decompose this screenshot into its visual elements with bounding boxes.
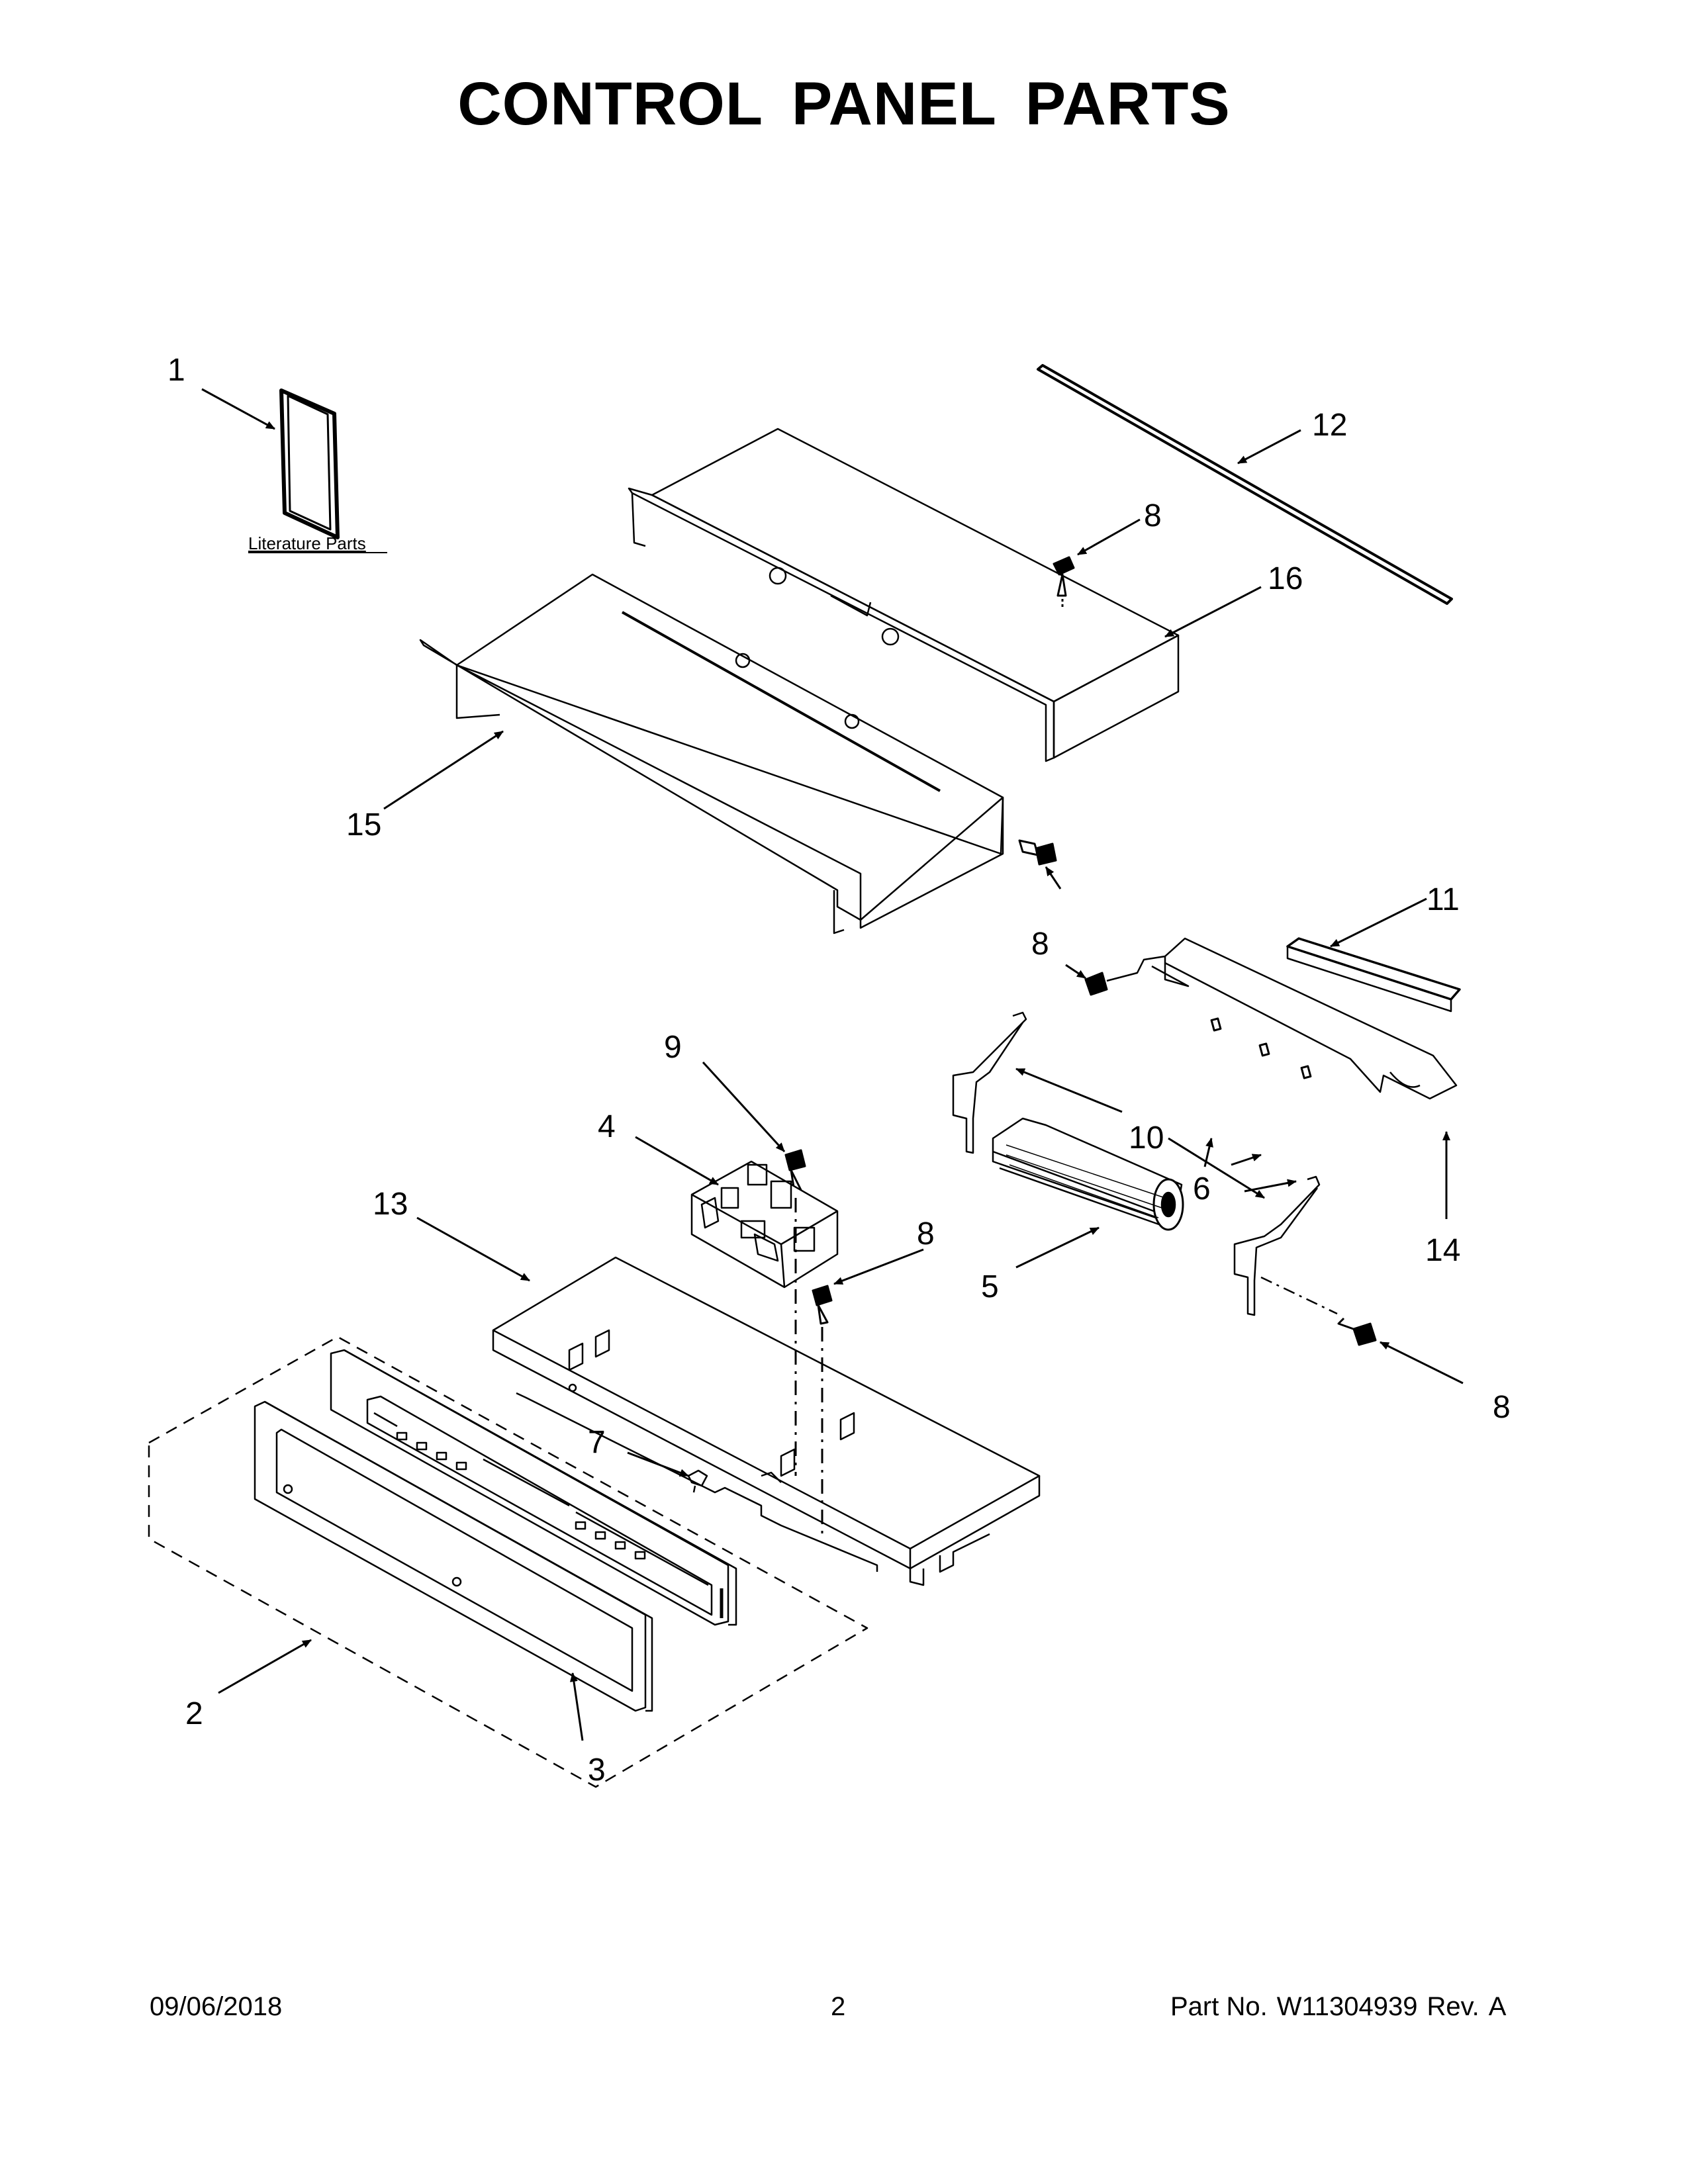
- screw-upper-panel: [1018, 839, 1057, 866]
- screws: [784, 556, 1377, 1346]
- callout-8-fan: 8: [1493, 1390, 1511, 1425]
- callout-14: 14: [1425, 1233, 1460, 1268]
- callout-6: 6: [1193, 1171, 1211, 1206]
- callout-8-board: 8: [917, 1216, 935, 1251]
- assembly-lines: [794, 1198, 823, 1539]
- control-panel-assembly: [254, 1349, 737, 1712]
- screw-board: [784, 1149, 806, 1193]
- callout-3: 3: [588, 1752, 606, 1788]
- literature-parts-label: Literature Parts: [248, 533, 366, 553]
- panel-clip: [687, 1469, 708, 1493]
- footer-part-number: Part No. W11304939 Rev. A: [1170, 1992, 1506, 2022]
- right-bracket: [1151, 937, 1461, 1100]
- callout-10: 10: [1129, 1120, 1164, 1156]
- literature-booklet: [279, 388, 340, 539]
- top-strip: [1037, 364, 1453, 605]
- base-plate: [492, 1256, 1041, 1586]
- callout-8-upper: 8: [1031, 927, 1049, 962]
- callout-11: 11: [1427, 882, 1460, 917]
- callout-1: 1: [167, 353, 185, 388]
- fan-bracket-left: [952, 1011, 1027, 1154]
- screw-rear-panel: [1053, 556, 1075, 609]
- rev-value: A: [1488, 1992, 1507, 2021]
- leader-lines: [201, 388, 1464, 1741]
- pins: [1210, 1017, 1312, 1079]
- callout-15: 15: [346, 807, 381, 842]
- screw-fan: [1337, 1317, 1377, 1346]
- callout-12: 12: [1312, 408, 1347, 443]
- screw-bracket: [1084, 955, 1166, 996]
- rev-label: Rev.: [1427, 1992, 1479, 2021]
- callout-7: 7: [588, 1425, 606, 1460]
- callout-16: 16: [1268, 561, 1303, 596]
- upper-cover-panel: [419, 573, 1004, 934]
- tangential-fan: [992, 1117, 1184, 1231]
- fan-bracket-right: [1233, 1175, 1338, 1316]
- footer-page-number: 2: [831, 1992, 846, 2021]
- page-title: CONTROL PANEL PARTS: [457, 70, 1231, 138]
- callout-9: 9: [664, 1030, 682, 1065]
- part-number: W11304939: [1276, 1992, 1418, 2021]
- callout-labels: 1 12 8 16 15 11 8 9 4 6 10 13 8 14 5 7 8…: [167, 353, 1511, 1788]
- callout-5: 5: [981, 1269, 999, 1304]
- assembly-boundary: [148, 1336, 868, 1788]
- rear-cover-panel: [628, 428, 1180, 762]
- callout-13: 13: [373, 1187, 408, 1222]
- part-label: Part No.: [1170, 1992, 1268, 2021]
- footer-date: 09/06/2018: [150, 1992, 283, 2021]
- screw-plate: [812, 1285, 833, 1325]
- callout-8-rear: 8: [1144, 498, 1162, 533]
- callout-2: 2: [185, 1696, 203, 1731]
- callout-4: 4: [598, 1109, 616, 1144]
- control-board: [690, 1160, 839, 1289]
